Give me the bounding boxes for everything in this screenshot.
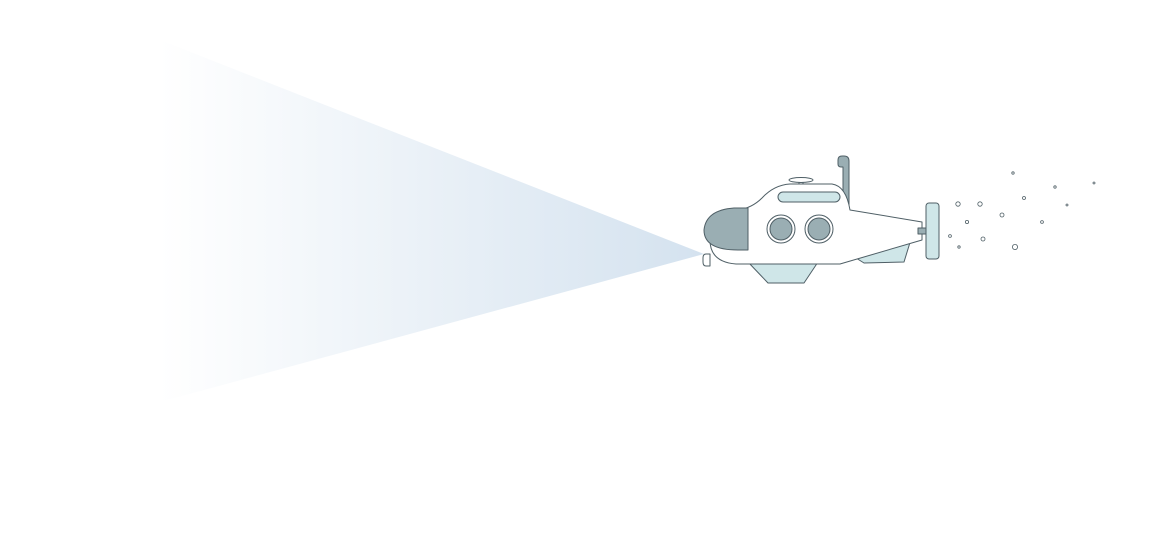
- propeller: [925, 202, 940, 260]
- bubble: [1011, 171, 1015, 175]
- bubble: [955, 201, 961, 207]
- bubble: [999, 212, 1005, 218]
- bubble: [1040, 220, 1044, 224]
- top-light-strip: [777, 191, 841, 203]
- bubble: [948, 234, 952, 238]
- bubble: [1092, 181, 1096, 185]
- bubble: [1065, 203, 1069, 207]
- hatch-antenna-disk: [788, 177, 814, 183]
- bubble: [957, 245, 961, 249]
- bubble: [1022, 196, 1026, 200]
- bubble: [977, 201, 983, 207]
- submarine-icon: [702, 155, 940, 284]
- searchlight-lamp: [702, 253, 711, 267]
- bubble: [1053, 185, 1057, 189]
- porthole-front-glass: [769, 217, 793, 241]
- porthole-rear-glass: [807, 217, 831, 241]
- bubble: [1012, 243, 1019, 250]
- bubble: [965, 219, 970, 224]
- searchlight-beam: [160, 40, 704, 402]
- cockpit-window: [703, 207, 749, 251]
- keel-pod: [747, 261, 819, 284]
- bubble: [980, 236, 986, 242]
- bubble-trail: [948, 171, 1096, 250]
